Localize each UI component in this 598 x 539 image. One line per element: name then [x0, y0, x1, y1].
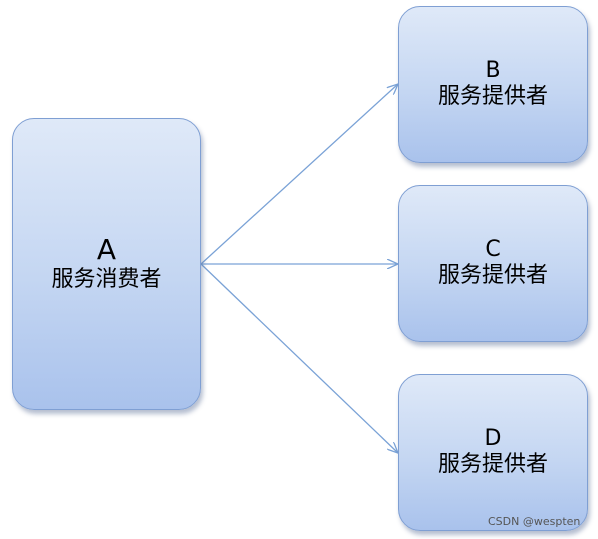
provider-c-role-label: 服务提供者 — [437, 262, 548, 288]
provider-b-letter: B — [485, 57, 501, 83]
provider-box-b: B 服务提供者 — [398, 6, 588, 163]
consumer-letter: A — [96, 232, 117, 266]
provider-d-role-label: 服务提供者 — [437, 451, 548, 477]
consumer-role-label: 服务消费者 — [51, 266, 162, 292]
arrow-a-to-d — [200, 263, 398, 453]
consumer-box-a: A 服务消费者 — [12, 118, 201, 410]
provider-box-c: C 服务提供者 — [398, 185, 588, 342]
arrow-a-to-b — [200, 84, 398, 265]
provider-d-letter: D — [484, 425, 502, 451]
provider-b-role-label: 服务提供者 — [437, 83, 548, 109]
watermark-text: CSDN @wespten — [488, 515, 581, 528]
provider-c-letter: C — [485, 236, 501, 262]
provider-box-d: D 服务提供者 — [398, 374, 588, 531]
